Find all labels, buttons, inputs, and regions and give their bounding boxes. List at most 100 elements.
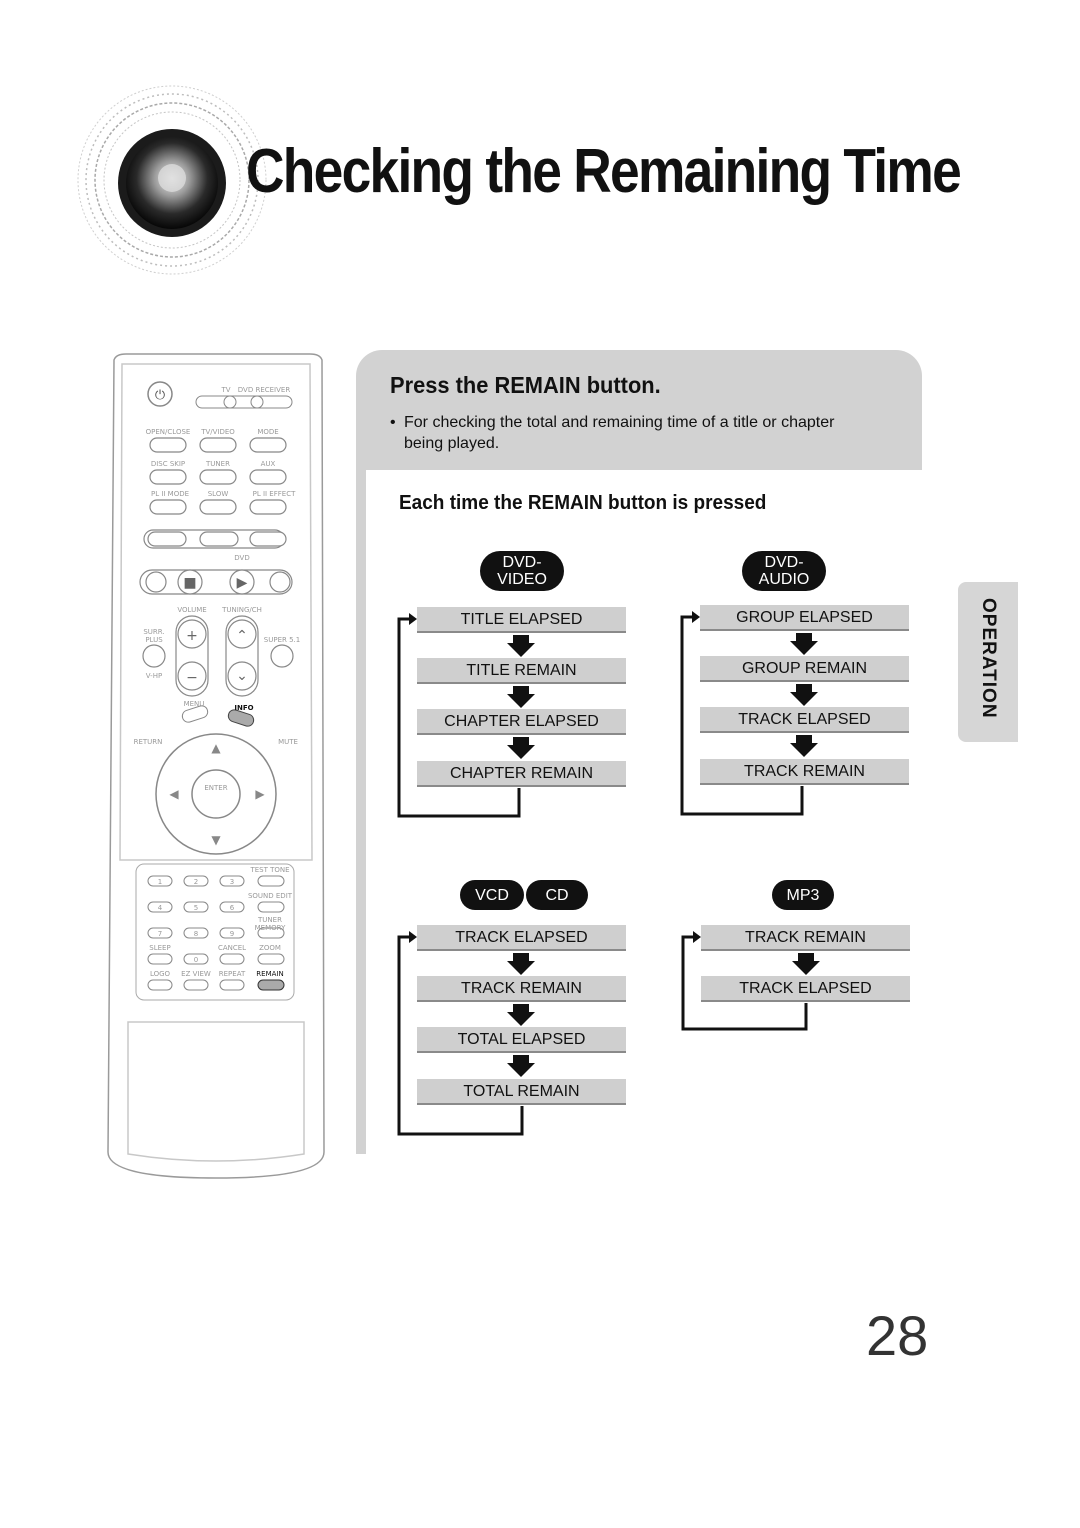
svg-text:9: 9	[230, 930, 234, 938]
svg-text:REMAIN: REMAIN	[256, 970, 283, 978]
loop-arrow-icon	[409, 613, 417, 625]
panel-heading: Press the REMAIN button.	[390, 372, 661, 398]
flow-item: TRACK ELAPSED	[417, 925, 626, 951]
svg-text:1: 1	[158, 878, 162, 886]
svg-text:TUNING/CH: TUNING/CH	[221, 606, 262, 614]
svg-text:▼: ▼	[211, 833, 221, 847]
bullet-note: • For checking the total and remaining t…	[390, 412, 870, 454]
svg-text:◀: ◀	[169, 787, 179, 801]
page-title: Checking the Remaining Time	[246, 137, 962, 206]
svg-text:SURR.: SURR.	[143, 628, 164, 636]
svg-text:⌃: ⌃	[236, 628, 248, 644]
flow-item: TOTAL REMAIN	[417, 1079, 626, 1105]
svg-text:⏻: ⏻	[155, 388, 165, 403]
svg-text:SUPER 5.1: SUPER 5.1	[264, 636, 300, 644]
flow-item: TITLE REMAIN	[417, 658, 626, 684]
svg-text:OPEN/CLOSE: OPEN/CLOSE	[146, 428, 191, 436]
svg-text:MENU: MENU	[184, 700, 205, 708]
svg-text:8: 8	[194, 930, 198, 938]
badge-line: VIDEO	[497, 571, 547, 588]
panel-side-bar	[356, 470, 366, 1154]
section-tab-label: OPERATION	[978, 598, 999, 719]
svg-text:INFO: INFO	[234, 704, 253, 712]
svg-text:ENTER: ENTER	[204, 784, 227, 792]
svg-text:TEST TONE: TEST TONE	[249, 866, 289, 874]
svg-text:TUNER: TUNER	[257, 916, 282, 924]
svg-text:5: 5	[194, 904, 198, 912]
down-arrow-icon	[507, 635, 535, 657]
svg-text:−: −	[186, 670, 198, 686]
badge-dvd-video: DVD- VIDEO	[480, 551, 564, 591]
svg-text:CANCEL: CANCEL	[218, 944, 246, 952]
svg-text:MUTE: MUTE	[278, 738, 298, 746]
remote-control-illustration: ⏻ TV DVD RECEIVER OPEN/CLOSE TV/VIDEO MODE…	[107, 353, 325, 1179]
down-arrow-icon	[790, 735, 818, 757]
flow-item: TRACK REMAIN	[701, 925, 910, 951]
flow-item: TRACK REMAIN	[417, 976, 626, 1002]
flow-item: GROUP ELAPSED	[700, 605, 909, 631]
svg-text:DISC SKIP: DISC SKIP	[151, 460, 185, 468]
badge-cd: CD	[526, 880, 588, 910]
down-arrow-icon	[507, 686, 535, 708]
badge-vcd: VCD	[460, 880, 524, 910]
loop-arrow-icon	[692, 611, 700, 623]
svg-text:0: 0	[194, 956, 198, 964]
svg-text:SLEEP: SLEEP	[149, 944, 170, 952]
badge-line: DVD-	[764, 554, 804, 571]
svg-text:EZ VIEW: EZ VIEW	[181, 970, 211, 978]
svg-text:4: 4	[158, 904, 163, 912]
down-arrow-icon	[507, 1004, 535, 1026]
bullet-text: For checking the total and remaining tim…	[404, 414, 835, 452]
sub-heading: Each time the REMAIN button is pressed	[399, 492, 767, 514]
bullet-symbol: •	[390, 414, 396, 431]
svg-text:LOGO: LOGO	[150, 970, 171, 978]
remote-label: DVD RECEIVER	[238, 386, 291, 394]
svg-text:REPEAT: REPEAT	[219, 970, 246, 978]
down-arrow-icon	[790, 684, 818, 706]
flow-item: CHAPTER ELAPSED	[417, 709, 626, 735]
svg-text:MEMORY: MEMORY	[255, 924, 286, 932]
svg-text:SOUND EDIT: SOUND EDIT	[248, 892, 293, 900]
svg-text:PL II EFFECT: PL II EFFECT	[253, 490, 296, 498]
flow-item: GROUP REMAIN	[700, 656, 909, 682]
remote-label: TV	[220, 386, 230, 394]
svg-text:ZOOM: ZOOM	[259, 944, 281, 952]
flow-item: TRACK ELAPSED	[700, 707, 909, 733]
badge-mp3: MP3	[772, 880, 834, 910]
badge-line: AUDIO	[758, 571, 810, 588]
svg-text:PLUS: PLUS	[145, 636, 163, 644]
svg-text:VOLUME: VOLUME	[177, 606, 206, 614]
page-number: 28	[866, 1304, 929, 1367]
loop-arrow-icon	[693, 931, 701, 943]
svg-text:▶: ▶	[255, 787, 265, 801]
down-arrow-icon	[790, 633, 818, 655]
badge-dvd-audio: DVD- AUDIO	[742, 551, 826, 591]
svg-text:■: ■	[183, 575, 196, 591]
flow-item: TRACK ELAPSED	[701, 976, 910, 1002]
loop-arrow-icon	[409, 931, 417, 943]
svg-text:TV/VIDEO: TV/VIDEO	[200, 428, 235, 436]
svg-text:⌄: ⌄	[236, 668, 248, 684]
instruction-panel	[356, 350, 922, 470]
svg-text:▲: ▲	[211, 741, 221, 755]
flow-item: TITLE ELAPSED	[417, 607, 626, 633]
flow-item: TRACK REMAIN	[700, 759, 909, 785]
speaker-disc-logo	[77, 85, 267, 275]
svg-text:PL II MODE: PL II MODE	[151, 490, 189, 498]
svg-text:TUNER: TUNER	[205, 460, 230, 468]
section-tab	[958, 582, 1018, 742]
svg-text:2: 2	[194, 878, 198, 886]
down-arrow-icon	[507, 1055, 535, 1077]
svg-text:MODE: MODE	[257, 428, 278, 436]
svg-text:DVD: DVD	[234, 554, 249, 562]
down-arrow-icon	[507, 953, 535, 975]
svg-text:+: +	[186, 628, 198, 644]
down-arrow-icon	[507, 737, 535, 759]
svg-text:AUX: AUX	[261, 460, 276, 468]
svg-text:V-HP: V-HP	[146, 672, 162, 680]
svg-text:▶: ▶	[237, 575, 248, 591]
badge-line: DVD-	[502, 554, 542, 571]
down-arrow-icon	[792, 953, 820, 975]
flow-item: TOTAL ELAPSED	[417, 1027, 626, 1053]
svg-text:3: 3	[230, 878, 234, 886]
